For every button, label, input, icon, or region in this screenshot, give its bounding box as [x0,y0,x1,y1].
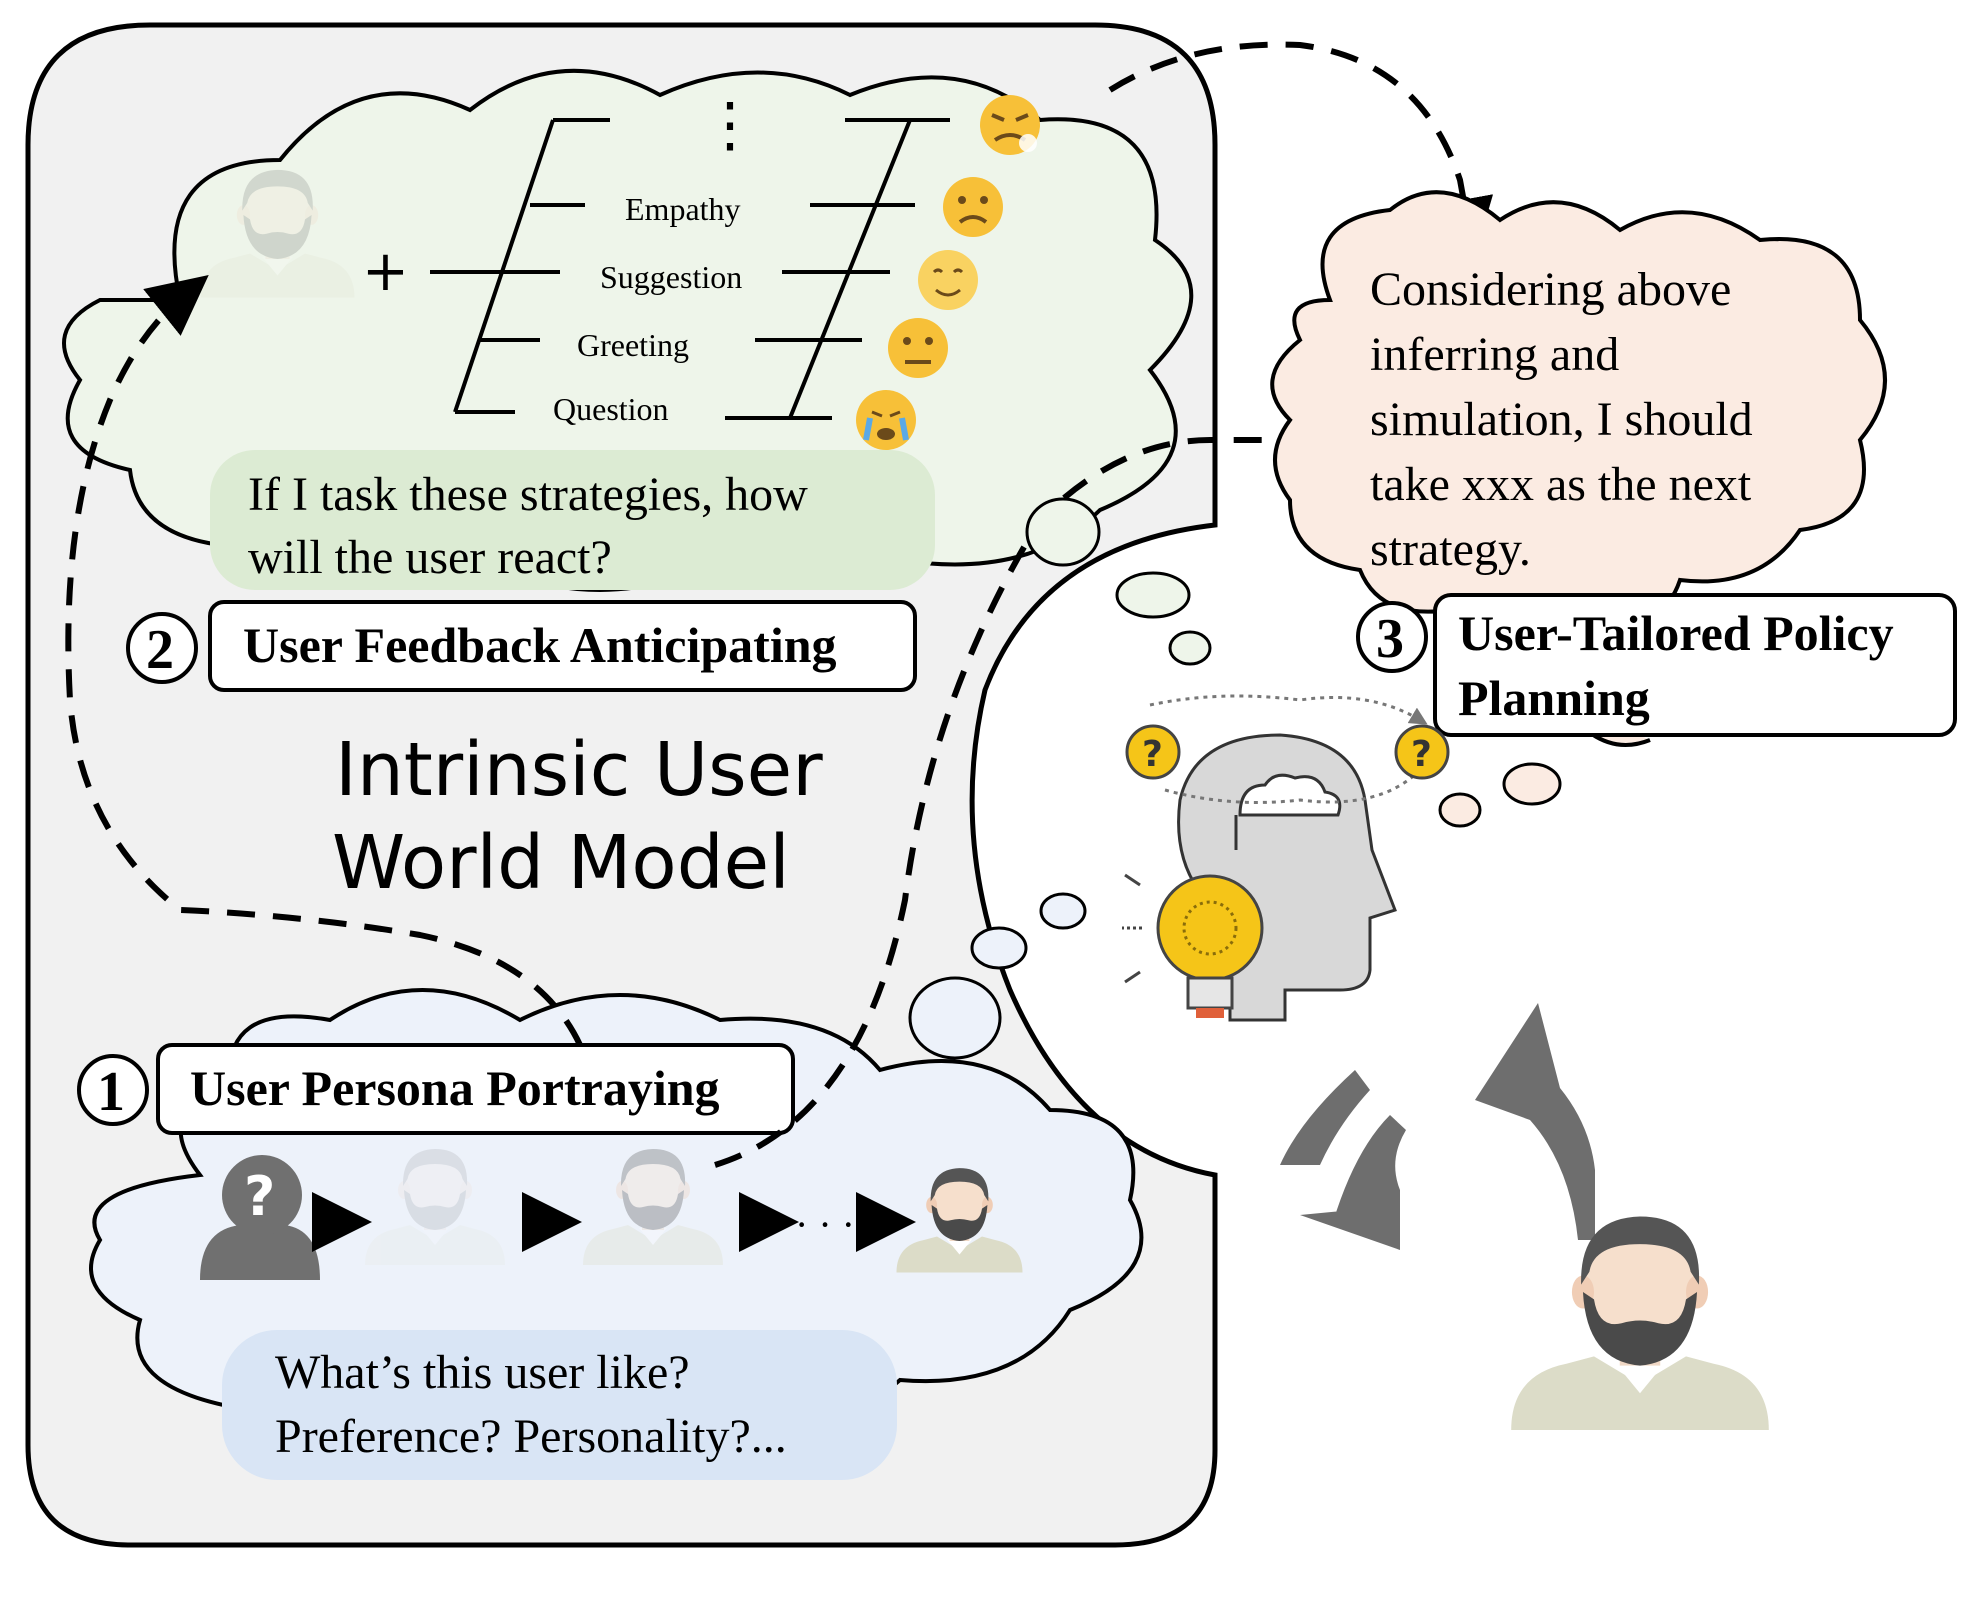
thought-bubble-small-2 [1115,571,1191,619]
thought-bubble-small-3 [1168,630,1212,666]
flow-arrow-persona-to-feedback [65,275,583,1047]
step-1-label: 1 User Persona Portraying [77,1043,795,1135]
thought-bubble-pink-2 [1438,792,1482,828]
main-title-line2: World Model [332,820,790,906]
thought-bubble-pink-1 [1502,762,1562,806]
emoji-sad-icon [943,177,1003,237]
emoji-neutral-icon [888,318,948,378]
policy-cloud [1270,190,1887,630]
plus-sign: + [362,239,409,304]
strategy-greeting: Greeting [577,327,689,363]
step-3-label: 3 User-Tailored Policy Planning [1356,593,1957,737]
thought-bubble-small-1 [1025,497,1101,567]
policy-text-line4: take xxx as the next [1370,458,1752,511]
strategy-empathy: Empathy [625,191,741,227]
persona-question-line1: What’s this user like? [275,1346,690,1399]
emoji-angry-icon [980,95,1040,155]
svg-text:?: ? [244,1165,275,1228]
strategy-question: Question [553,391,669,427]
feedback-question-bubble [210,450,935,590]
main-title-line1: Intrinsic User [335,727,823,813]
svg-text:User-Tailored Policy: User-Tailored Policy [1458,605,1894,661]
step-2-label: 2 User Feedback Anticipating [126,600,917,692]
persona-question-line2: Preference? Personality?... [275,1410,787,1463]
persona-ellipsis: · · · [795,1202,855,1247]
thought-bubble-blue-3 [908,976,1002,1060]
exchange-arrows-icon [1280,1003,1595,1250]
svg-text:?: ? [1142,734,1163,775]
policy-text-line3: simulation, I should [1370,393,1753,446]
svg-text:User Feedback Anticipating: User Feedback Anticipating [243,617,837,673]
svg-text:User Persona Portraying: User Persona Portraying [190,1060,720,1116]
unknown-user-icon: ? [200,1155,320,1280]
emoji-crying-icon [856,390,916,450]
policy-text-line5: strategy. [1370,523,1531,576]
flow-arrow-persona-to-policy [714,410,1349,1168]
more-strategies-ellipsis: ⋮ [700,92,760,158]
thinking-head-icon: ? ? [1122,694,1450,1022]
policy-text-line1: Considering above [1370,263,1731,316]
policy-text-line2: inferring and [1370,328,1619,381]
svg-text:2: 2 [146,619,174,681]
thought-bubble-blue-1 [1039,892,1087,930]
svg-text:1: 1 [97,1061,125,1123]
strategy-ladder-right [725,118,950,420]
feedback-question-line1: If I task these strategies, how [248,468,808,521]
thought-bubble-blue-2 [970,926,1028,970]
emoji-smile-icon [918,250,978,310]
user-avatar-large [1511,1216,1769,1430]
svg-text:3: 3 [1376,608,1404,670]
svg-text:?: ? [1411,734,1432,775]
flow-arrow-feedback-to-policy [1108,41,1494,259]
strategy-suggestion: Suggestion [600,259,742,295]
svg-text:Planning: Planning [1458,670,1650,726]
strategy-ladder-left [430,118,610,414]
persona-question-bubble [222,1330,897,1480]
feedback-question-line2: will the user react? [248,531,612,584]
